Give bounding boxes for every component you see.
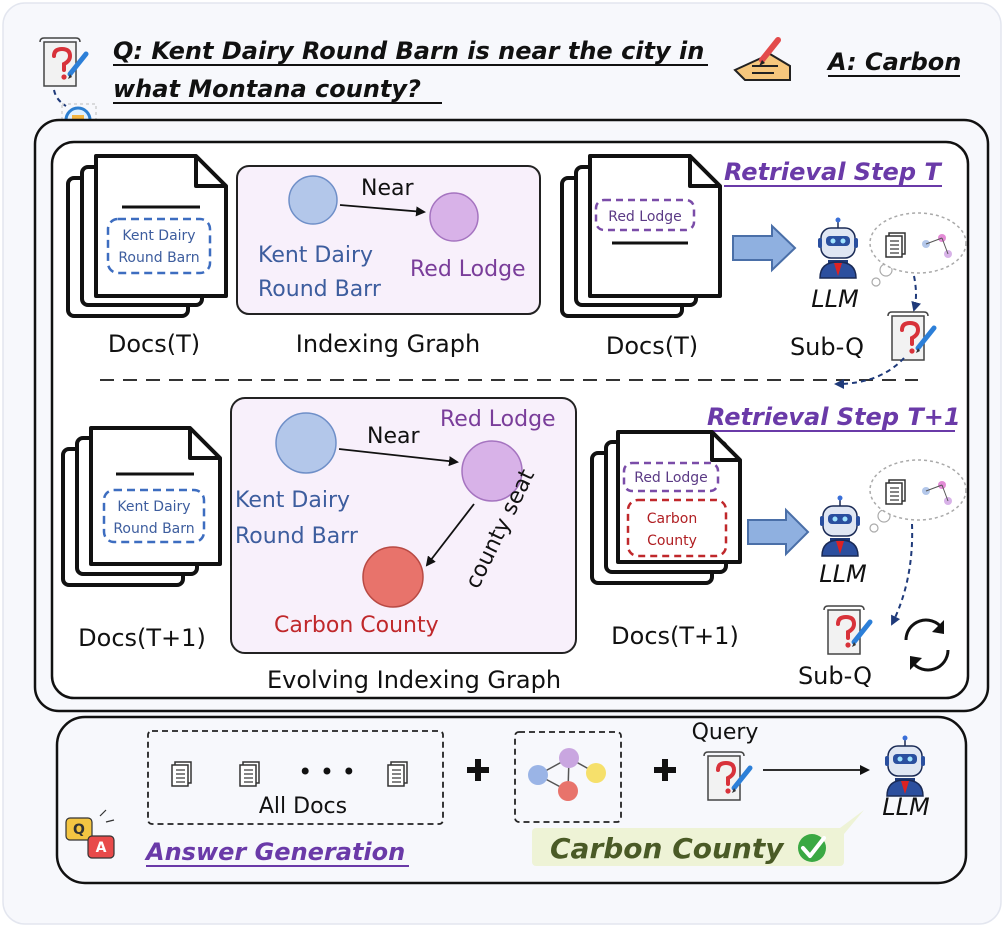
all-docs-box — [147, 730, 444, 825]
docs-t-retrieved-label: Docs(T) — [606, 332, 698, 360]
plus-icon-1 — [467, 759, 489, 781]
step-t1-title: Retrieval Step T+1 — [707, 403, 961, 431]
svg-text:Q: Q — [73, 822, 85, 838]
subq-label-t: Sub-Q — [790, 333, 864, 361]
answer-text: A: Carbon — [826, 48, 961, 76]
node-carbon-county — [362, 546, 424, 608]
thought-cloud-t1 — [869, 459, 967, 533]
node-kent-dairy-t — [288, 175, 338, 225]
node-red-label-t1: Red Lodge — [440, 407, 556, 432]
docs-t1-retrieved-stack — [590, 430, 742, 585]
docs-t1-retrieved-label: Docs(T+1) — [611, 622, 739, 650]
edge-near-label-t1: Near — [367, 424, 420, 449]
llm-label-t1: LLM — [819, 560, 867, 588]
docs-t1-retrieved-tag1: Red Lodge — [634, 470, 708, 486]
all-docs-label: All Docs — [259, 794, 347, 819]
svg-text:A: A — [96, 840, 107, 856]
docs-t1-label: Docs(T+1) — [78, 624, 206, 652]
docs-t-label: Docs(T) — [108, 330, 200, 358]
docs-t-tag-line1: Kent Dairy — [122, 228, 195, 244]
docs-t-tag-line2: Round Barn — [118, 250, 199, 266]
doc-icon-2 — [239, 761, 260, 787]
node-kent-label-t1-2: Round Barr — [235, 524, 359, 549]
docs-t-stack — [66, 154, 228, 318]
node-red-label-t: Red Lodge — [410, 257, 526, 282]
answer-generation-title: Answer Generation — [144, 838, 405, 866]
qa-chat-icon: Q A — [65, 809, 115, 859]
docs-t1-stack — [61, 426, 222, 587]
node-carbon-label: Carbon County — [274, 613, 439, 638]
edge-county-seat — [425, 503, 475, 567]
final-answer-text: Carbon County — [550, 832, 785, 865]
arrow-to-llm-t1 — [747, 507, 810, 557]
node-red-lodge-t — [429, 192, 479, 242]
docs-t-retrieved-stack — [560, 154, 722, 318]
evolving-graph-label: Evolving Indexing Graph — [267, 666, 561, 694]
node-kent-dairy-t1 — [275, 412, 337, 474]
docs-t-retrieved-tag: Red Lodge — [608, 209, 682, 225]
edge-near-t1 — [338, 448, 459, 467]
docs-t1-retrieved-tag2-line2: County — [647, 533, 697, 549]
llm-label-answer: LLM — [882, 793, 930, 821]
doc-icon-1 — [171, 761, 192, 787]
docs-t1-tag-line1: Kent Dairy — [117, 499, 190, 515]
query-label: Query — [692, 720, 759, 745]
step-t-title: Retrieval Step T — [724, 158, 942, 186]
node-kent-label-t-2: Round Barr — [258, 277, 382, 302]
question-line-2: what Montana county? — [113, 75, 421, 103]
docs-ellipsis: • • • — [298, 758, 356, 786]
arrow-to-llm-t — [732, 223, 797, 273]
refresh-cycle-icon[interactable] — [904, 618, 950, 672]
doc-icon-3 — [387, 761, 408, 787]
indexing-graph-label: Indexing Graph — [296, 330, 480, 358]
graph-box — [514, 731, 622, 823]
thought-cloud-t — [869, 212, 967, 287]
check-mark-icon — [798, 834, 826, 862]
docs-t1-retrieved-tag2-line1: Carbon — [647, 511, 697, 527]
question-line-1: Q: Kent Dairy Round Barn is near the cit… — [113, 37, 704, 65]
node-kent-label-t-1: Kent Dairy — [258, 243, 373, 268]
edge-near-label-t: Near — [361, 176, 414, 201]
answer-notepad-icon — [733, 37, 791, 81]
knowledge-graph-icon — [528, 748, 606, 801]
node-kent-label-t1-1: Kent Dairy — [235, 488, 350, 513]
docs-t1-tag-line2: Round Barn — [113, 521, 194, 537]
edge-near-t — [339, 204, 426, 217]
final-answer-badge — [532, 810, 864, 866]
subq-label-t1: Sub-Q — [798, 662, 872, 690]
plus-icon-2 — [654, 759, 676, 781]
node-red-lodge-t1 — [461, 440, 523, 502]
llm-label-t: LLM — [811, 285, 859, 313]
